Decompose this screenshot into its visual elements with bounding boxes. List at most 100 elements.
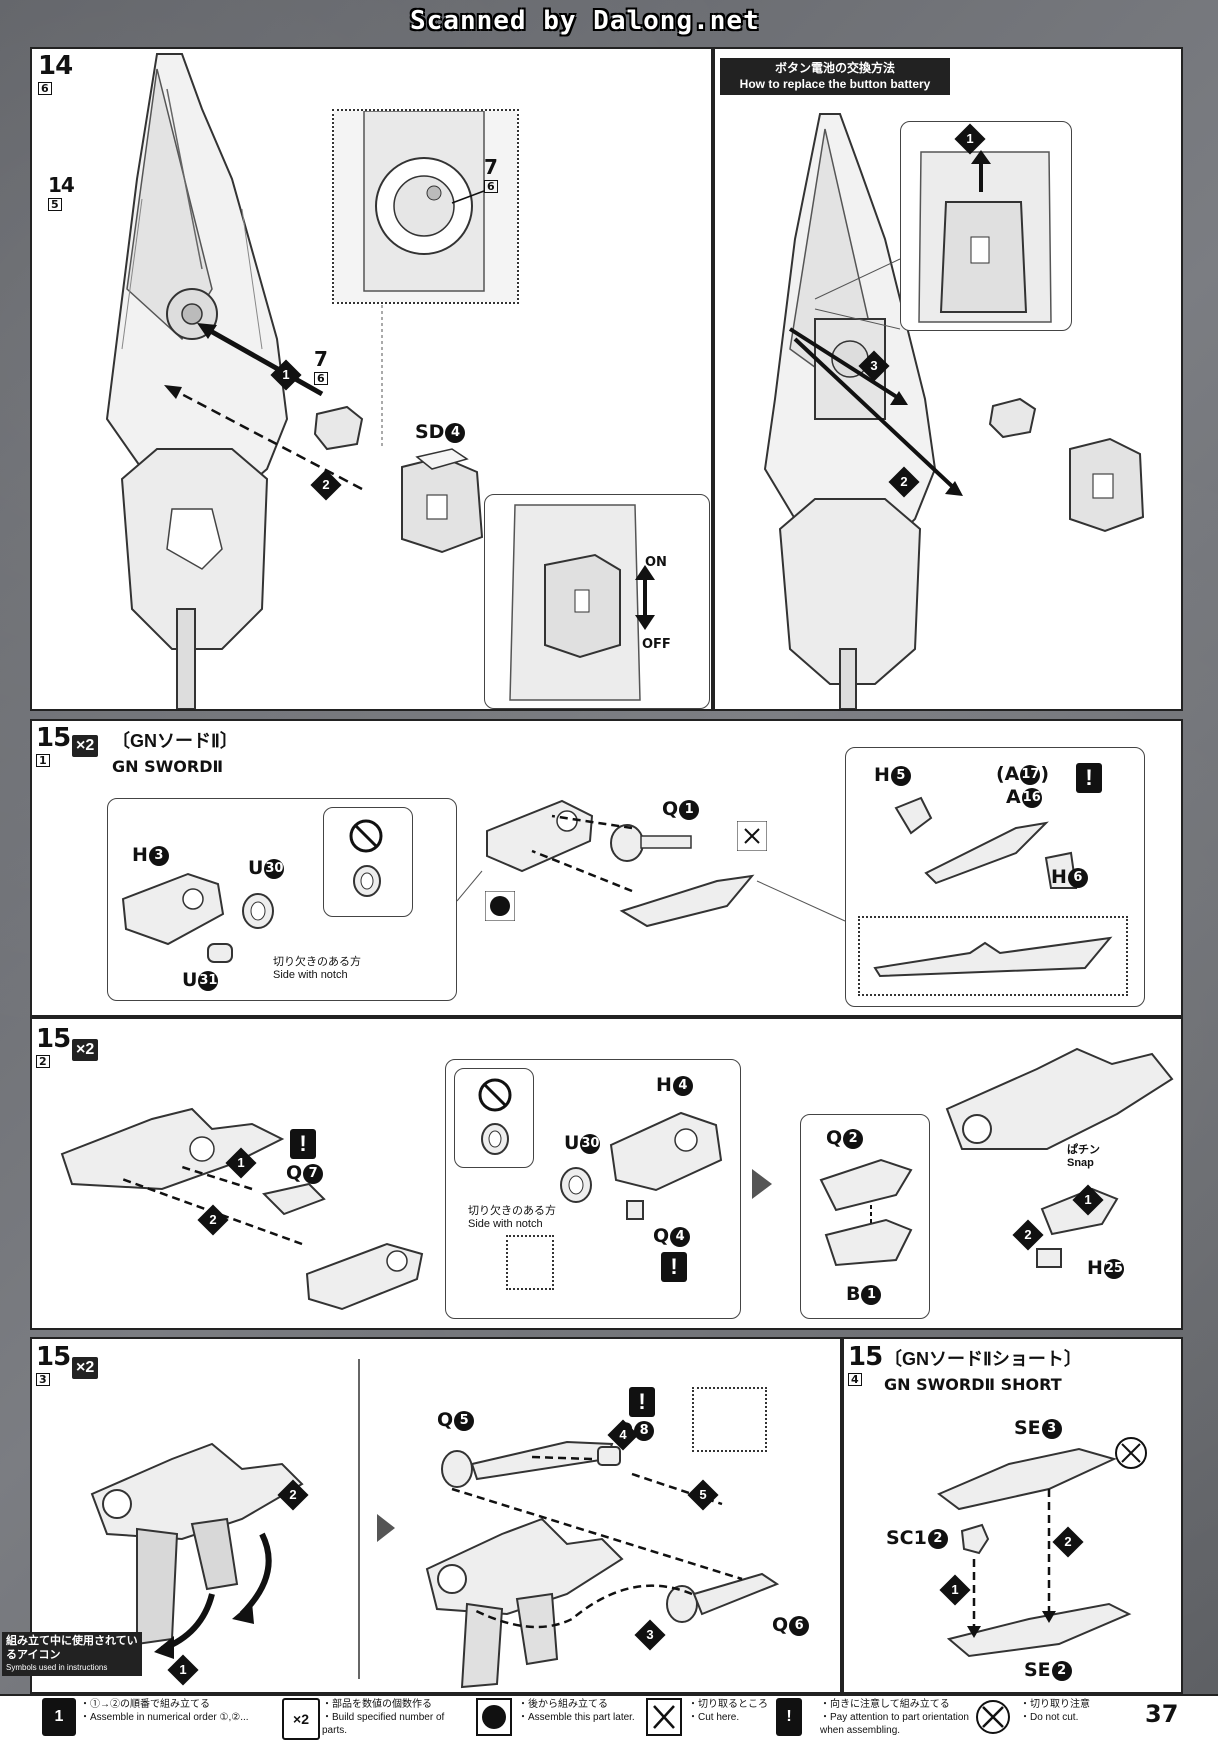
- order-marker-1: 1: [1072, 1184, 1104, 1216]
- peg-part-u31: [207, 943, 233, 963]
- q8-detail: [692, 1387, 767, 1452]
- multiplier-badge: ×2: [72, 1039, 99, 1061]
- section-title-en: GN SWORDⅡ SHORT: [884, 1375, 1062, 1394]
- cut-here-icon: [646, 1698, 682, 1736]
- hilt-body-bottom: [305, 1242, 424, 1311]
- order-marker-1: 1: [939, 1574, 971, 1606]
- cut-here-icon: [737, 821, 767, 851]
- grip-assembled: [425, 1517, 624, 1689]
- battery-cover-part: [401, 448, 484, 554]
- panel-battery-replace: 3 2 1: [713, 47, 1183, 711]
- legend-item-later: ・後から組み立てる・Assemble this part later.: [518, 1699, 635, 1723]
- base-part-se2: [946, 1602, 1132, 1658]
- section-title-en: GN SWORDⅡ: [112, 757, 224, 776]
- battery-cap-part: [313, 405, 364, 451]
- legend-heading: 組み立て中に使用されているアイコン Symbols used in instru…: [2, 1632, 142, 1676]
- order-marker-2: 2: [1052, 1526, 1084, 1558]
- hilt-part-h4: [609, 1111, 723, 1192]
- multiplier-badge: ×2: [72, 1357, 99, 1379]
- panel-step-15-3: 153 ×2 2 1 Q5 ! Q8 Q6: [30, 1337, 842, 1694]
- later-assembly-icon: [485, 891, 515, 921]
- order-marker-1: 1: [270, 359, 302, 391]
- assembly-arrows: [164, 299, 383, 491]
- order-marker-4: 4: [607, 1419, 639, 1451]
- page-number: 37: [1145, 1700, 1179, 1728]
- orientation-warning-icon: !: [290, 1129, 316, 1159]
- hilt-assembly-left: [60, 1107, 285, 1191]
- order-marker-3: 3: [634, 1619, 666, 1651]
- assembly-arrows: [456, 814, 846, 922]
- section-title-ja: 〔GNソードⅡ〕: [112, 731, 238, 751]
- order-marker-1: 1: [225, 1147, 257, 1179]
- ring-part-q1: [610, 824, 692, 862]
- orientation-warning-icon: !: [1076, 763, 1102, 793]
- order-marker-2: 2: [888, 466, 920, 498]
- small-part-q4: [626, 1200, 644, 1220]
- assembly-arrows: [451, 1455, 743, 1629]
- handguard-parts: [819, 1158, 913, 1267]
- multiplier-badge: ×2: [72, 735, 99, 757]
- panel-divider: [358, 1359, 360, 1679]
- ring-part-u30: [560, 1167, 592, 1203]
- prohibited-icon: [349, 819, 383, 853]
- assembly-arrows: [967, 1489, 1056, 1638]
- prohibited-icon: [478, 1078, 512, 1112]
- numbered-order-icon: 1: [42, 1698, 76, 1736]
- next-step-arrow: [752, 1169, 772, 1199]
- order-marker-2: 2: [197, 1204, 229, 1236]
- do-not-cut-icon: [976, 1700, 1010, 1734]
- ring-wrong-orientation: [481, 1123, 509, 1155]
- orientation-warning-icon: !: [661, 1252, 687, 1282]
- ring-wrong-orientation: [353, 865, 381, 897]
- order-marker-3: 3: [858, 350, 890, 382]
- wing-binder-illustration: [105, 53, 289, 709]
- legend-item-do-not-cut: ・切り取り注意・Do not cut.: [1020, 1699, 1090, 1723]
- do-not-cut-icon: [1115, 1437, 1147, 1469]
- order-marker-5: 5: [687, 1479, 719, 1511]
- multiplier-icon: ×2: [282, 1698, 320, 1740]
- battery-section-title: ボタン電池の交換方法 How to replace the button bat…: [720, 58, 950, 96]
- next-step-arrow: [377, 1514, 395, 1542]
- prohibited-orientation-box: [323, 807, 413, 917]
- legend-item-order: ・①→②の順番で組み立てる・Assemble in numerical orde…: [80, 1699, 249, 1723]
- grip-part-q7: [262, 1182, 326, 1216]
- order-marker-2: 2: [310, 469, 342, 501]
- order-marker-2: 2: [1012, 1219, 1044, 1251]
- inset-cover-release: 1: [900, 121, 1072, 331]
- hilt-part-h3: [121, 872, 225, 946]
- grip-fold-illustration: [90, 1442, 304, 1659]
- scan-watermark: Scanned by Dalong.net: [410, 6, 760, 36]
- prohibited-orientation-box: [454, 1068, 534, 1168]
- battery-cover-part: [1069, 437, 1145, 533]
- small-part-h25: [1036, 1248, 1062, 1268]
- switch-off-label: OFF: [642, 637, 671, 652]
- orientation-warning-icon: !: [629, 1387, 655, 1417]
